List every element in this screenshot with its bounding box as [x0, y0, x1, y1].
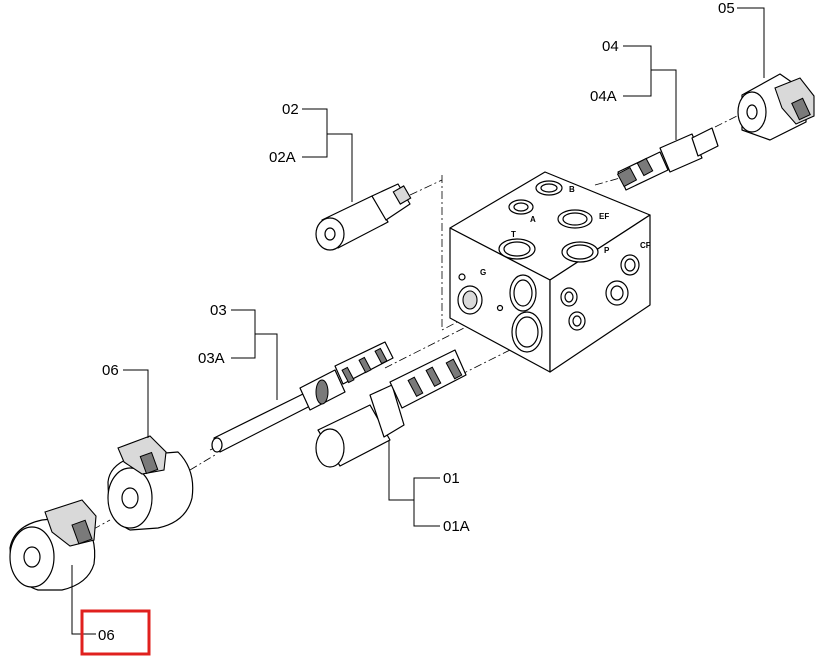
callout-04a: 04A [590, 88, 617, 105]
port-label-g: G [480, 268, 486, 277]
callout-05: 05 [718, 0, 735, 17]
callout-01: 01 [443, 470, 460, 487]
callout-labels: 05 04 04A 02 02A 03 03A 06 01 01A 06 [98, 0, 735, 644]
part-01-cartridge [315, 349, 467, 468]
callout-03: 03 [210, 302, 227, 319]
callout-02: 02 [282, 101, 299, 118]
port-label-a: A [530, 215, 536, 224]
callout-06-connector: 06 [98, 627, 115, 644]
callout-03a: 03A [198, 350, 225, 367]
port-label-cf: CF [640, 241, 651, 250]
port-label-b: B [569, 185, 575, 194]
part-05-coil [737, 73, 815, 141]
part-02-cartridge [315, 183, 412, 251]
port-label-t: T [511, 230, 516, 239]
callout-06-coil: 06 [102, 362, 119, 379]
part-04-cartridge [616, 127, 719, 191]
part-03-spool [211, 341, 394, 453]
callout-04: 04 [602, 38, 619, 55]
callout-02a: 02A [269, 149, 296, 166]
leader-lines [71, 7, 765, 635]
manifold-block: B A EF T P CF G [449, 171, 651, 373]
part-06-coil [107, 435, 194, 531]
port-label-ef: EF [599, 212, 609, 221]
port-label-p: P [604, 246, 610, 255]
part-06-connector [9, 499, 97, 591]
highlight-box [80, 609, 151, 656]
callout-01a: 01A [443, 518, 470, 535]
